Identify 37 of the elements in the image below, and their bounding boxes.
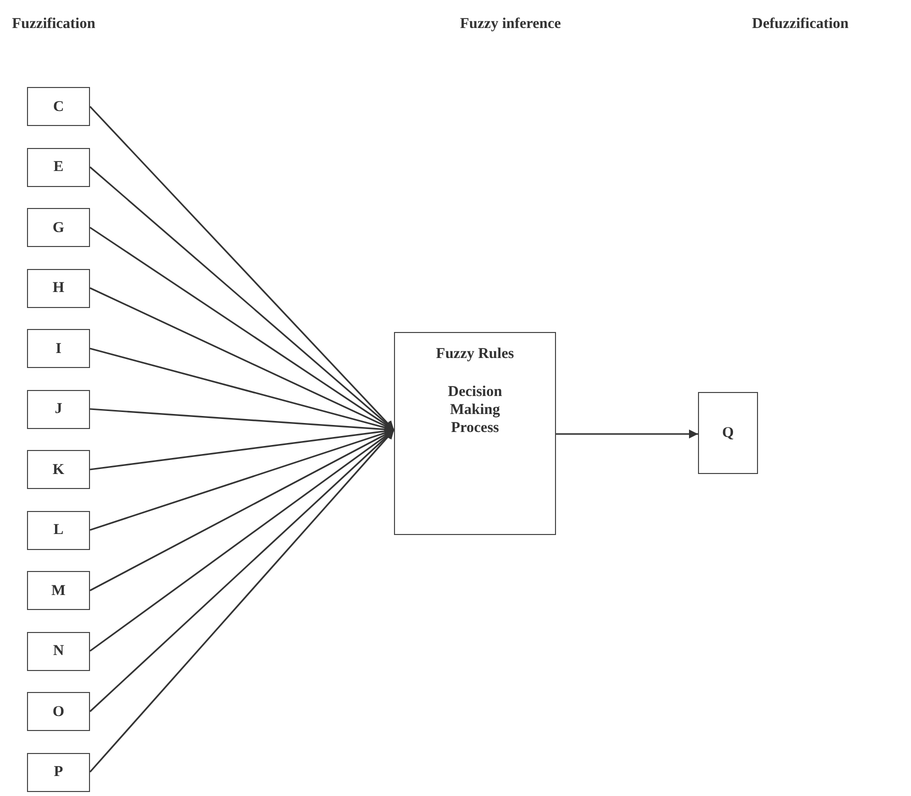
arrow xyxy=(89,429,395,773)
variable-box xyxy=(27,208,90,247)
variable-box xyxy=(27,692,90,731)
box-label: L xyxy=(53,521,64,539)
box-label: Decision Making Process xyxy=(446,383,504,437)
box-label: P xyxy=(54,763,64,781)
variable-box xyxy=(27,571,90,610)
process-box xyxy=(394,332,556,535)
variable-box xyxy=(27,450,90,489)
arrow xyxy=(89,166,395,431)
variable-box xyxy=(27,268,90,308)
variable-box xyxy=(27,148,90,186)
box-label: C xyxy=(53,98,64,116)
column-heading: Fuzzy inference xyxy=(460,16,561,33)
arrow xyxy=(556,430,698,438)
box-label: M xyxy=(51,582,66,600)
box-label: G xyxy=(52,218,64,236)
arrow xyxy=(89,429,395,712)
box-label: J xyxy=(54,400,62,418)
box-label: O xyxy=(52,702,64,720)
box-label: N xyxy=(53,642,64,660)
arrow xyxy=(89,106,395,431)
variable-box xyxy=(698,392,758,474)
variable-box xyxy=(27,329,90,368)
box-label: H xyxy=(52,279,64,297)
variable-box xyxy=(27,87,90,126)
variable-box xyxy=(27,752,90,792)
box-label: K xyxy=(52,460,64,478)
box-label: I xyxy=(56,340,62,358)
box-label: E xyxy=(53,158,64,176)
column-heading: Fuzzification xyxy=(12,16,96,33)
box-label: Q xyxy=(722,424,734,442)
variable-box xyxy=(27,390,90,428)
column-heading: Defuzzification xyxy=(752,16,849,33)
variable-box xyxy=(27,510,90,550)
box-label: Fuzzy Rules xyxy=(436,345,514,363)
variable-box xyxy=(27,632,90,670)
